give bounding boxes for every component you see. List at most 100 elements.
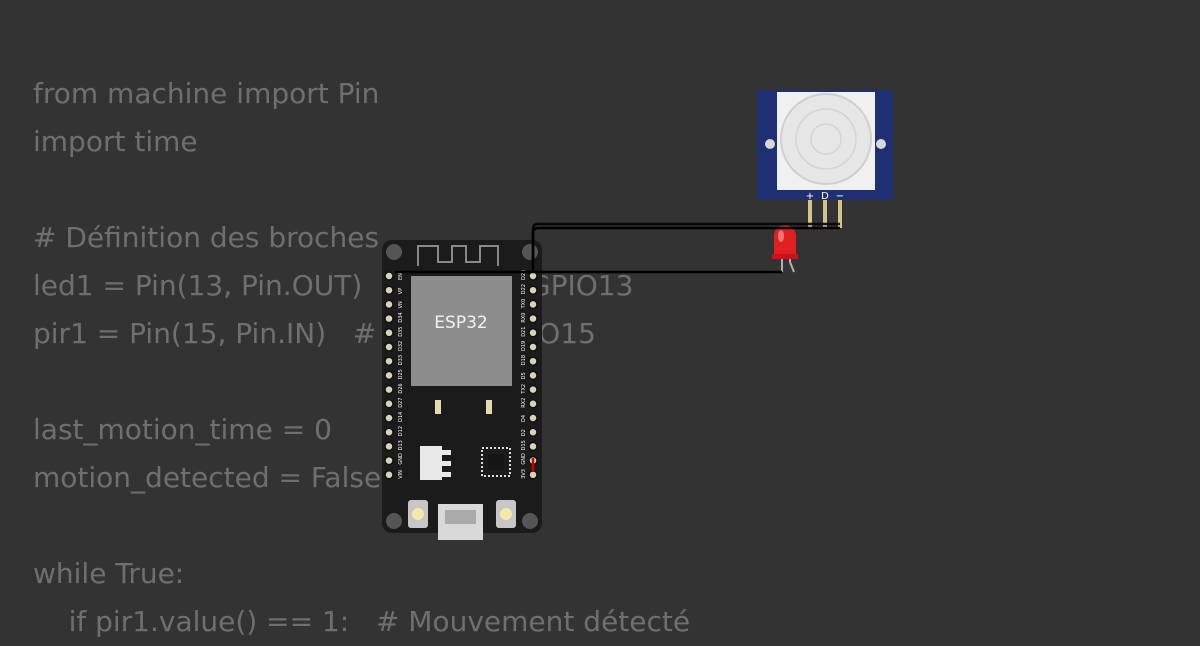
pin-d12[interactable] bbox=[384, 427, 394, 437]
pin-label: GND bbox=[398, 453, 404, 465]
smd-component bbox=[486, 400, 492, 414]
pir-pin-gnd[interactable] bbox=[838, 200, 842, 228]
pin-label: D23 bbox=[521, 270, 527, 280]
pin-label: D22 bbox=[521, 284, 527, 294]
pin-label: D27 bbox=[398, 398, 404, 408]
pin-label: D34 bbox=[398, 312, 404, 322]
led-rim bbox=[772, 254, 798, 259]
pin-d21[interactable] bbox=[528, 328, 538, 338]
mount-hole bbox=[386, 244, 402, 260]
pir-lens-ring bbox=[810, 123, 842, 155]
pin-label: D15 bbox=[521, 440, 527, 450]
pin-d13[interactable] bbox=[384, 441, 394, 452]
pin-label: VIN bbox=[398, 470, 404, 479]
pin-d32[interactable] bbox=[384, 342, 394, 352]
simulation-canvas: ESP32 ENVPVND34D35D32D33D25D26D27D14D12D… bbox=[382, 90, 893, 540]
pin-d18[interactable] bbox=[528, 356, 538, 366]
pin-label: D25 bbox=[398, 369, 404, 379]
pin-d34[interactable] bbox=[384, 313, 394, 324]
pin-d15[interactable] bbox=[528, 441, 538, 452]
usb-uart-core bbox=[488, 454, 504, 470]
pin-d5[interactable] bbox=[528, 370, 538, 381]
esp32-board[interactable]: ESP32 ENVPVND34D35D32D33D25D26D27D14D12D… bbox=[382, 240, 542, 540]
pir-pin-label: − bbox=[836, 191, 844, 202]
pin-label: D26 bbox=[398, 383, 404, 393]
pin-rx2[interactable] bbox=[528, 399, 538, 409]
pir-fresnel-lens bbox=[780, 93, 872, 185]
pin-label: EN bbox=[398, 273, 404, 280]
pin-label: 3V3 bbox=[521, 469, 527, 479]
pin-label: D12 bbox=[398, 426, 404, 436]
red-led[interactable] bbox=[772, 225, 798, 273]
pir-pin-data[interactable] bbox=[823, 200, 827, 228]
mount-hole bbox=[522, 513, 538, 529]
regulator-pin bbox=[442, 472, 451, 477]
code-line: while True: bbox=[33, 557, 185, 590]
voltage-regulator bbox=[420, 446, 442, 480]
pin-label: D2 bbox=[521, 429, 527, 436]
right-pin-header: D23D22TX0RX0D21D19D18D5TX2RX2D4D2D15GND3… bbox=[521, 270, 538, 480]
pin-tx2[interactable] bbox=[528, 384, 538, 395]
pin-label: D14 bbox=[398, 412, 404, 422]
pin-d26[interactable] bbox=[384, 384, 394, 395]
pir-lens-ring bbox=[795, 108, 857, 170]
pin-label: D21 bbox=[521, 327, 527, 337]
pin-en[interactable] bbox=[384, 271, 394, 281]
pin-vn[interactable] bbox=[384, 299, 394, 310]
led-highlight bbox=[778, 230, 784, 242]
pin-d27[interactable] bbox=[384, 399, 394, 409]
led-body bbox=[774, 225, 796, 258]
pin-label: D13 bbox=[398, 440, 404, 450]
pin-label: D19 bbox=[521, 341, 527, 351]
pin-d35[interactable] bbox=[384, 328, 394, 338]
pin-rx0[interactable] bbox=[528, 313, 538, 324]
pir-motion-sensor[interactable]: + D − bbox=[757, 90, 893, 228]
boot-button-cap[interactable] bbox=[500, 508, 512, 520]
pin-vin[interactable] bbox=[384, 470, 394, 480]
usb-uart-chip bbox=[481, 447, 511, 477]
code-line: # Définition des broches bbox=[33, 221, 380, 254]
pin-gnd[interactable] bbox=[384, 455, 394, 466]
pin-d19[interactable] bbox=[528, 342, 538, 352]
pin-label: D33 bbox=[398, 355, 404, 365]
chip-label: ESP32 bbox=[434, 313, 487, 333]
pin-tx0[interactable] bbox=[528, 299, 538, 310]
pin-label: VN bbox=[398, 301, 404, 308]
regulator-pin bbox=[442, 461, 451, 466]
mount-hole bbox=[522, 244, 538, 260]
pir-pin-vcc[interactable] bbox=[808, 200, 812, 228]
pir-mount-hole bbox=[765, 139, 775, 149]
esp32-chip bbox=[411, 276, 512, 386]
pin-label: VP bbox=[398, 288, 404, 294]
pir-pin-label: + bbox=[806, 191, 814, 202]
pin-label: TX2 bbox=[521, 384, 527, 395]
pin-d25[interactable] bbox=[384, 370, 394, 381]
mount-hole bbox=[386, 513, 402, 529]
pin-d14[interactable] bbox=[384, 413, 394, 423]
pin-label: D35 bbox=[398, 327, 404, 337]
pin-label: D5 bbox=[521, 372, 527, 379]
pin-label: RX2 bbox=[521, 398, 527, 408]
pin-vp[interactable] bbox=[384, 285, 394, 295]
pin-label: D32 bbox=[398, 341, 404, 351]
pin-d2[interactable] bbox=[528, 427, 538, 437]
pin-d33[interactable] bbox=[384, 356, 394, 366]
pin-label: GND bbox=[521, 453, 527, 465]
pin-label: D4 bbox=[521, 415, 527, 422]
antenna-trace bbox=[417, 245, 499, 266]
code-line: motion_detected = False bbox=[33, 461, 382, 494]
pir-pin-label: D bbox=[821, 191, 829, 202]
code-line: import time bbox=[33, 125, 198, 158]
wire-pir-gnd-2[interactable] bbox=[531, 222, 840, 268]
en-button-cap[interactable] bbox=[412, 508, 424, 520]
pin-d4[interactable] bbox=[528, 413, 538, 423]
pin-d22[interactable] bbox=[528, 285, 538, 295]
code-line: from machine import Pin bbox=[33, 77, 380, 110]
pir-mount-hole bbox=[876, 139, 886, 149]
usb-port-slot bbox=[445, 510, 476, 524]
pin-label: D18 bbox=[521, 355, 527, 365]
code-line: last_motion_time = 0 bbox=[33, 413, 332, 446]
smd-component bbox=[435, 400, 441, 414]
pin-label: TX0 bbox=[521, 299, 527, 310]
